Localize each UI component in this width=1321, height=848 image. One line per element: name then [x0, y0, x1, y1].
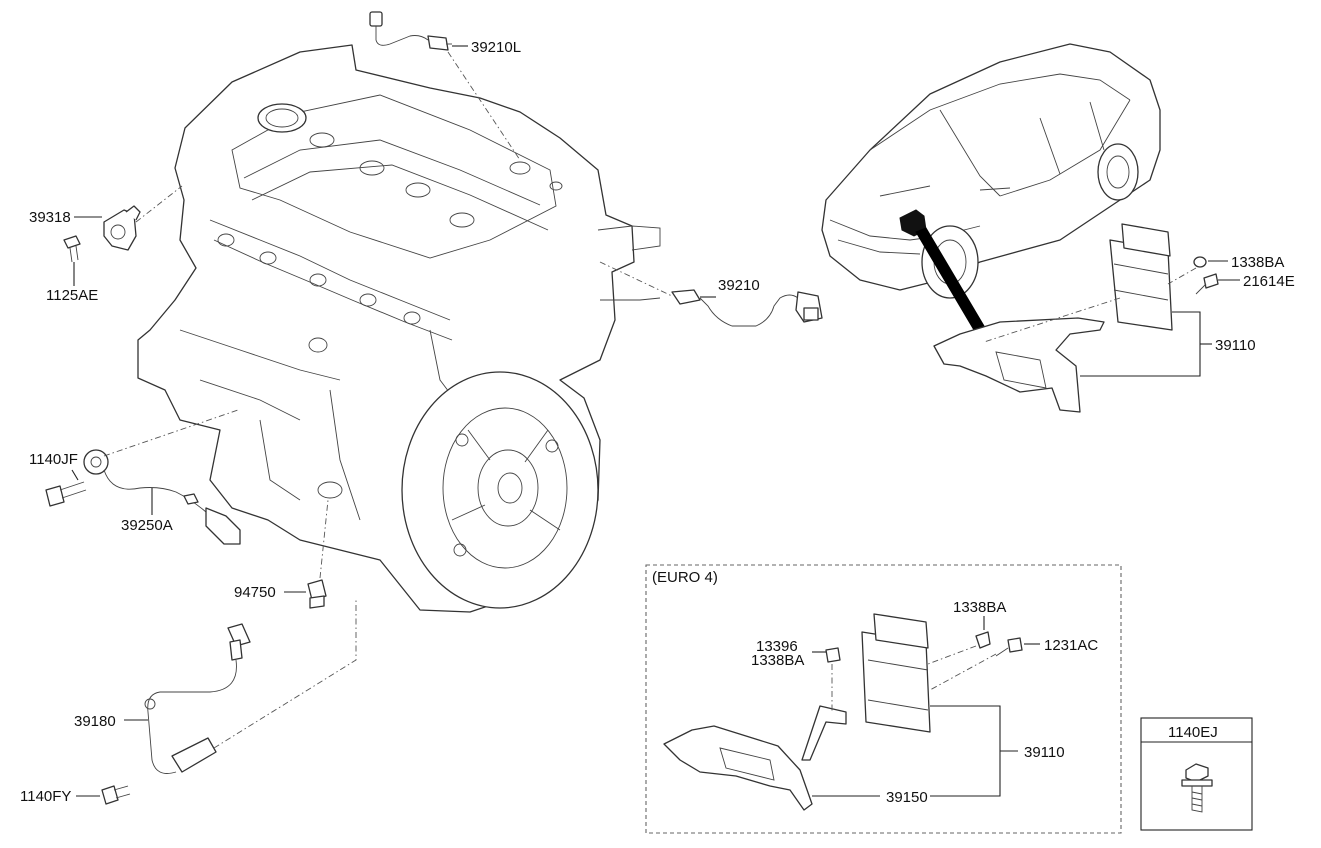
nut-13396 — [825, 647, 841, 663]
bolt-1125AE — [63, 235, 81, 263]
cam-sensor-39318 — [103, 205, 141, 251]
nut-1338BA-euro — [975, 631, 991, 649]
label-1140EJ: 1140EJ — [1168, 724, 1218, 741]
dash-39180 — [213, 600, 357, 749]
label-euro4: (EURO 4) — [652, 569, 718, 586]
oxygen-sensor-39210L — [369, 11, 452, 51]
label-1338BA-top: 1338BA — [1231, 254, 1284, 271]
dash-39210L — [447, 51, 521, 161]
knock-sensor-39250A — [83, 449, 241, 545]
euro4-box — [645, 564, 1122, 834]
label-39150: 39150 — [886, 789, 928, 806]
bolt-21614E — [1195, 273, 1219, 295]
label-1125AE: 1125AE — [46, 287, 98, 304]
label-21614E: 21614E — [1243, 273, 1295, 290]
engine-drawing — [137, 44, 661, 613]
flange-bolt-1140EJ — [1181, 763, 1213, 813]
dash-ecu-top — [983, 267, 1197, 343]
bolt-1140FY — [101, 785, 131, 805]
ecu-39110-top — [933, 223, 1173, 413]
car-drawing — [821, 43, 1161, 331]
label-94750: 94750 — [234, 584, 276, 601]
bolt-1231AC — [995, 637, 1023, 657]
bracket-39150 — [663, 705, 847, 811]
label-39318: 39318 — [29, 209, 71, 226]
oxygen-sensor-39210 — [671, 289, 823, 327]
label-1140JF: 1140JF — [29, 451, 78, 468]
dash-ecu-euro — [831, 645, 997, 712]
leader-1140JF — [71, 469, 79, 481]
label-39210: 39210 — [718, 277, 760, 294]
label-1231AC: 1231AC — [1044, 637, 1098, 654]
dash-39250A — [103, 409, 239, 457]
label-39180: 39180 — [74, 713, 116, 730]
nut-1338BA-top — [1193, 256, 1207, 268]
crank-sensor-39180 — [144, 623, 251, 774]
label-39250A: 39250A — [121, 517, 173, 534]
label-13396: 13396 — [756, 638, 798, 655]
sensor-94750 — [307, 579, 327, 609]
label-39110-top: 39110 — [1215, 337, 1256, 354]
label-1338BA-euro2: 1338BA — [751, 652, 804, 669]
label-39210L: 39210L — [471, 39, 521, 56]
label-39110-euro: 39110 — [1024, 744, 1065, 761]
bracket-39110-euro — [930, 705, 1001, 797]
bolt-1140JF — [45, 481, 87, 507]
label-1338BA-euro: 1338BA — [953, 599, 1006, 616]
label-1140FY: 1140FY — [20, 788, 71, 805]
dash-39318 — [135, 185, 183, 223]
ecu-39110-euro — [861, 613, 931, 733]
